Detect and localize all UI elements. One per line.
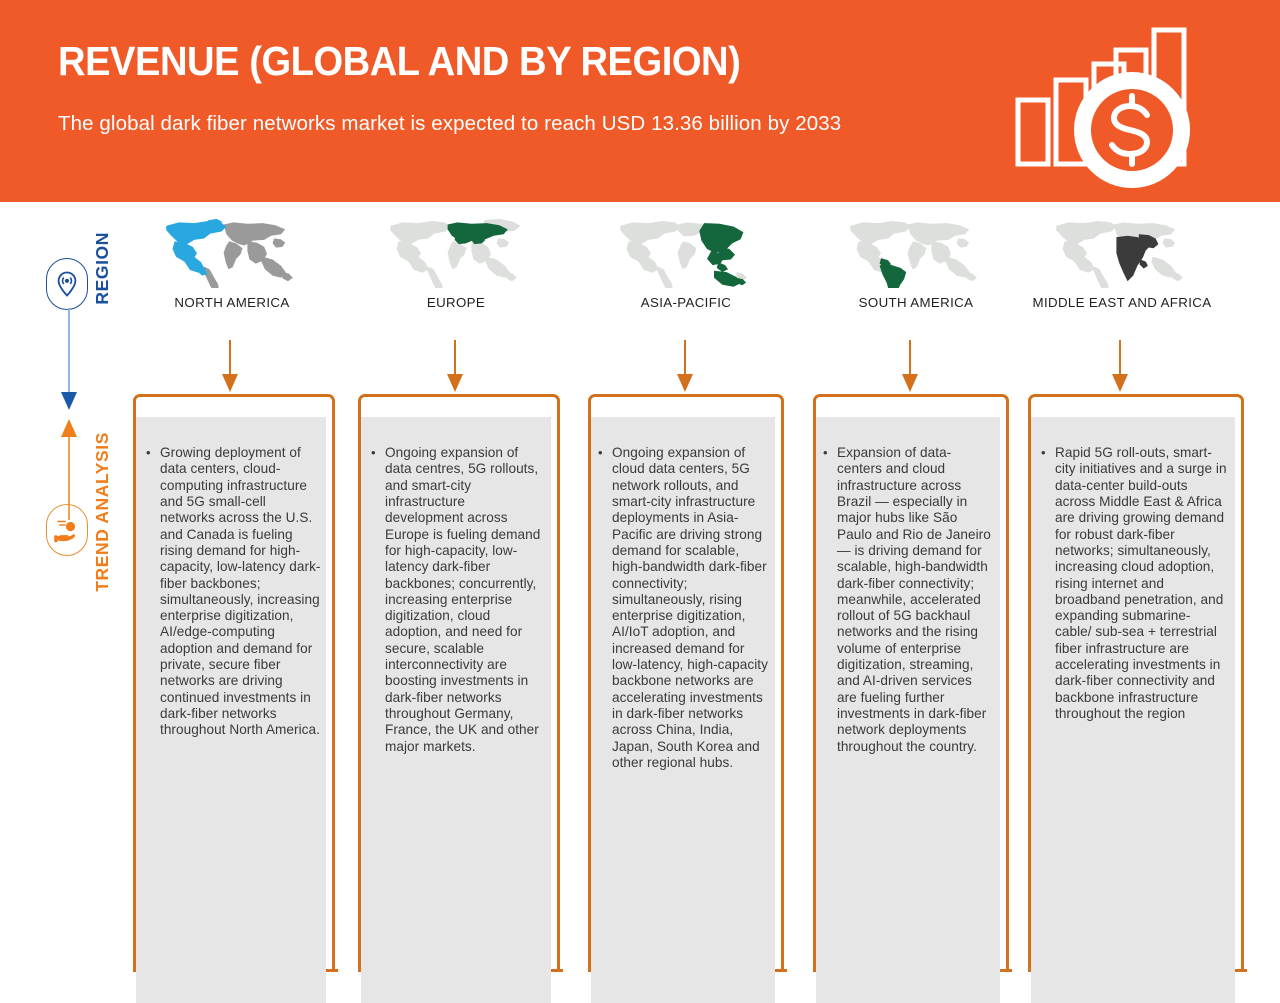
trend-item-middle-east-africa: • Rapid 5G roll-outs, smart-city initiat… — [1041, 445, 1227, 722]
world-map-asia-pacific-highlighted — [620, 221, 747, 288]
bracket-frame-2 — [358, 394, 560, 972]
region-col-south-america[interactable]: SOUTH AMERICA — [804, 210, 1028, 310]
column-down-arrow-icon-5 — [1112, 340, 1128, 392]
region-label: ASIA-PACIFIC — [640, 295, 732, 310]
world-map-europe-highlighted — [390, 218, 521, 288]
panel-box-3 — [591, 417, 775, 1003]
region-row: NORTH AMERICA — [0, 202, 1280, 332]
header-banner: REVENUE (GLOBAL AND BY REGION) The globa… — [0, 0, 1280, 202]
trend-text: Growing deployment of data centers, clou… — [160, 445, 321, 738]
bracket-stub-1 — [316, 969, 338, 972]
region-label: EUROPE — [426, 295, 486, 310]
bullet-marker: • — [823, 445, 828, 460]
bracket-frame-3 — [588, 394, 784, 972]
left-rail: REGION TREND ANALYSIS — [0, 202, 132, 1003]
region-badge — [46, 258, 88, 310]
bracket-stub-3 — [765, 969, 787, 972]
world-map-south-america-highlighted — [850, 221, 977, 288]
panel-box-1 — [136, 417, 326, 1003]
bullet-marker: • — [371, 445, 376, 460]
trend-text: Ongoing expansion of data centres, 5G ro… — [385, 445, 541, 754]
trend-item-asia-pacific: • Ongoing expansion of cloud data center… — [598, 445, 768, 771]
bullet-marker: • — [146, 445, 151, 460]
bracket-frame-1 — [133, 394, 335, 972]
region-label: NORTH AMERICA — [174, 295, 290, 310]
trend-analysis-badge — [46, 504, 88, 556]
bracket-frame-5 — [1028, 394, 1244, 972]
column-down-arrow-icon-2 — [447, 340, 463, 392]
trend-text: Rapid 5G roll-outs, smart-city initiativ… — [1055, 445, 1227, 721]
page-subtitle: The global dark fiber networks market is… — [58, 112, 842, 135]
region-label: SOUTH AMERICA — [858, 295, 974, 310]
page-title: REVENUE (GLOBAL AND BY REGION) — [58, 38, 741, 84]
region-down-arrow-icon — [61, 308, 77, 410]
panel-box-2 — [361, 417, 551, 1003]
region-label: MIDDLE EAST AND AFRICA — [1032, 295, 1212, 310]
trend-text: Ongoing expansion of cloud data centers,… — [612, 445, 768, 770]
world-map-middle-east-africa-highlighted — [1056, 221, 1183, 288]
panel-box-5 — [1031, 417, 1235, 1003]
trend-item-north-america: • Growing deployment of data centers, cl… — [146, 445, 322, 739]
bracket-stub-5 — [1225, 969, 1247, 972]
region-col-europe[interactable]: EUROPE — [344, 210, 568, 310]
hand-holding-coin-icon — [54, 520, 76, 543]
world-map-north-america-highlighted — [166, 218, 293, 288]
trend-item-europe: • Ongoing expansion of data centres, 5G … — [371, 445, 547, 755]
region-col-middle-east-africa[interactable]: MIDDLE EAST AND AFRICA — [1010, 210, 1234, 310]
bar-chart-dollar-coin-icon — [1015, 27, 1190, 188]
bracket-stub-2 — [541, 969, 563, 972]
column-down-arrow-icon-3 — [677, 340, 693, 392]
bullet-marker: • — [598, 445, 603, 460]
bullet-marker: • — [1041, 445, 1046, 460]
column-down-arrow-icon-4 — [902, 340, 918, 392]
bracket-stub-4 — [990, 969, 1012, 972]
bracket-frame-4 — [813, 394, 1009, 972]
column-down-arrow-icon-1 — [222, 340, 238, 392]
region-col-north-america[interactable]: NORTH AMERICA — [120, 210, 344, 310]
trend-text: Expansion of data-centers and cloud infr… — [837, 445, 991, 754]
location-pin-signal-icon — [57, 271, 77, 297]
panel-box-4 — [816, 417, 1000, 1003]
region-col-asia-pacific[interactable]: ASIA-PACIFIC — [574, 210, 798, 310]
trend-item-south-america: • Expansion of data-centers and cloud in… — [823, 445, 993, 755]
